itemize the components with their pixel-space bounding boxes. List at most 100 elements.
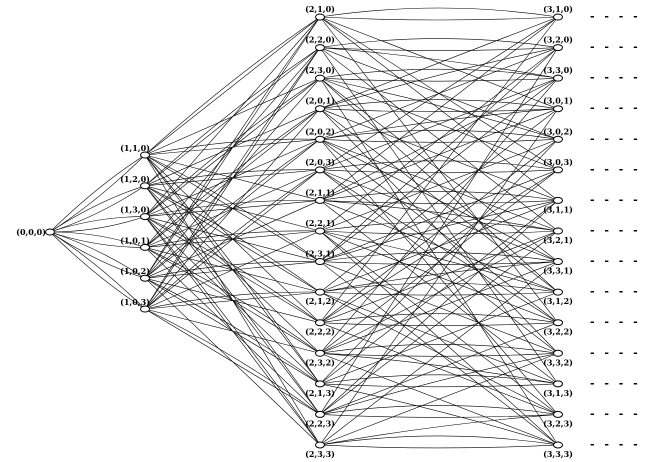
node-circle — [315, 380, 325, 388]
state-node: (3,3,1) — [543, 258, 573, 276]
edge — [49, 231, 146, 310]
node-circle — [315, 441, 325, 449]
state-node: (2,2,0) — [305, 35, 335, 52]
edge — [319, 77, 559, 354]
continuation-dots-row: - - - - — [590, 224, 641, 237]
edge — [319, 405, 559, 416]
node-label: (3,3,0) — [543, 65, 573, 75]
node-circle — [315, 44, 325, 52]
edge — [319, 200, 559, 415]
edge — [49, 214, 146, 233]
node-circle — [315, 13, 325, 21]
continuation-dots-row: - - - - — [590, 102, 641, 115]
edge — [144, 16, 321, 217]
node-circle — [315, 258, 325, 266]
node-label: (3,2,3) — [543, 418, 573, 428]
edge — [319, 230, 559, 293]
state-node: (2,2,2) — [305, 319, 335, 337]
node-circle — [553, 319, 563, 327]
edge — [319, 99, 559, 111]
node-circle — [553, 380, 563, 388]
edge — [144, 230, 321, 310]
node-label: (3,3,3) — [543, 449, 573, 459]
node-label: (3,1,1) — [543, 204, 573, 214]
edge — [319, 252, 559, 263]
edge — [319, 229, 559, 235]
edges — [49, 7, 559, 449]
node-circle — [553, 258, 563, 266]
edge — [319, 290, 559, 296]
edge — [319, 47, 559, 262]
edge — [144, 108, 321, 310]
edge — [319, 383, 559, 446]
state-node: (3,0,3) — [543, 157, 573, 174]
node-label: (3,0,3) — [543, 157, 573, 167]
nodes: (0,0,0)(1,1,0)(1,2,0)(1,3,0)(1,0,1)(1,0,… — [16, 4, 573, 459]
edge — [319, 47, 559, 415]
node-label: (3,0,2) — [543, 126, 573, 136]
edge — [144, 277, 321, 385]
state-node: (1,0,3) — [120, 297, 150, 313]
node-label: (2,2,1) — [305, 218, 335, 228]
edge — [319, 321, 559, 326]
continuation-dots-row: - - - - — [590, 41, 641, 54]
edge — [144, 47, 321, 187]
edge — [49, 184, 146, 233]
node-label: (2,3,2) — [305, 357, 335, 367]
state-node: (2,2,1) — [305, 218, 335, 235]
edge — [319, 351, 559, 357]
edge — [49, 154, 146, 233]
edge — [319, 343, 559, 355]
node-circle — [553, 410, 563, 418]
edge — [319, 435, 559, 447]
node-circle — [315, 166, 325, 174]
state-node: (2,1,0) — [305, 4, 335, 21]
node-label: (2,1,2) — [305, 296, 335, 306]
edge — [49, 231, 146, 249]
edge — [319, 191, 559, 202]
node-circle — [140, 151, 150, 159]
node-label: (3,2,0) — [543, 35, 573, 45]
edge — [319, 200, 559, 233]
state-node: (1,2,0) — [120, 174, 150, 190]
node-label: (2,0,3) — [305, 157, 335, 167]
node-label: (2,0,1) — [305, 96, 335, 106]
node-label: (2,3,3) — [305, 449, 335, 459]
state-node: (2,3,1) — [305, 249, 335, 266]
continuation-dots: - - - - - - - - - - - - - - - - - - - - - - -… — [590, 10, 641, 451]
node-circle — [553, 135, 563, 143]
state-node: (3,0,1) — [543, 96, 573, 113]
edge — [319, 352, 559, 446]
edge — [319, 412, 559, 418]
edge — [319, 374, 559, 386]
node-circle — [553, 74, 563, 82]
edge — [319, 199, 559, 262]
continuation-dots-row: - - - - — [590, 407, 641, 420]
node-circle — [553, 13, 563, 21]
edge — [319, 443, 559, 449]
node-circle — [140, 305, 150, 313]
continuation-dots-row: - - - - — [590, 71, 641, 84]
state-node: (3,1,3) — [543, 380, 573, 398]
edge — [319, 138, 559, 385]
continuation-dots-row: - - - - — [590, 163, 641, 176]
edge — [144, 16, 321, 279]
edge — [144, 308, 321, 415]
node-label: (1,0,3) — [120, 297, 150, 307]
edge — [144, 139, 321, 279]
continuation-dots-row: - - - - — [590, 132, 641, 145]
state-node: (1,1,0) — [120, 143, 150, 159]
continuation-dots-row: - - - - — [590, 285, 641, 298]
node-circle — [315, 74, 325, 82]
edge — [319, 137, 559, 143]
edge — [319, 352, 559, 386]
state-node: (3,2,3) — [543, 410, 573, 428]
edge — [319, 38, 559, 49]
node-circle — [315, 319, 325, 327]
edge — [144, 308, 321, 415]
node-label: (1,3,0) — [120, 205, 150, 215]
node-label: (1,1,0) — [120, 143, 150, 153]
state-node: (2,0,2) — [305, 126, 335, 143]
edge — [319, 259, 559, 265]
edge — [144, 291, 321, 311]
